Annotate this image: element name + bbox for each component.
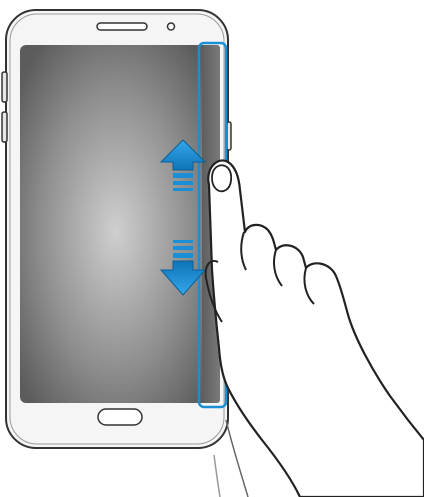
- middle-finger-crease: [273, 249, 283, 287]
- volume-up-button: [1, 71, 8, 103]
- wrist-shadow-line: [213, 454, 221, 497]
- thumb-outline: [204, 260, 223, 323]
- hand-icon: [204, 159, 424, 497]
- phone-screen: [20, 45, 212, 403]
- ring-finger-crease: [303, 267, 315, 305]
- earpiece-speaker: [96, 22, 148, 31]
- finger-crease: [240, 231, 247, 271]
- hand-outline: [207, 159, 424, 497]
- fingernail: [211, 164, 233, 193]
- phone: [1, 9, 232, 449]
- arrow-up-icon: [159, 139, 207, 191]
- front-camera: [166, 22, 176, 31]
- wrist-line: [225, 419, 249, 497]
- volume-down-button: [1, 111, 8, 143]
- home-button-icon: [97, 408, 143, 426]
- power-button: [226, 121, 232, 151]
- arrow-down-icon: [159, 240, 207, 296]
